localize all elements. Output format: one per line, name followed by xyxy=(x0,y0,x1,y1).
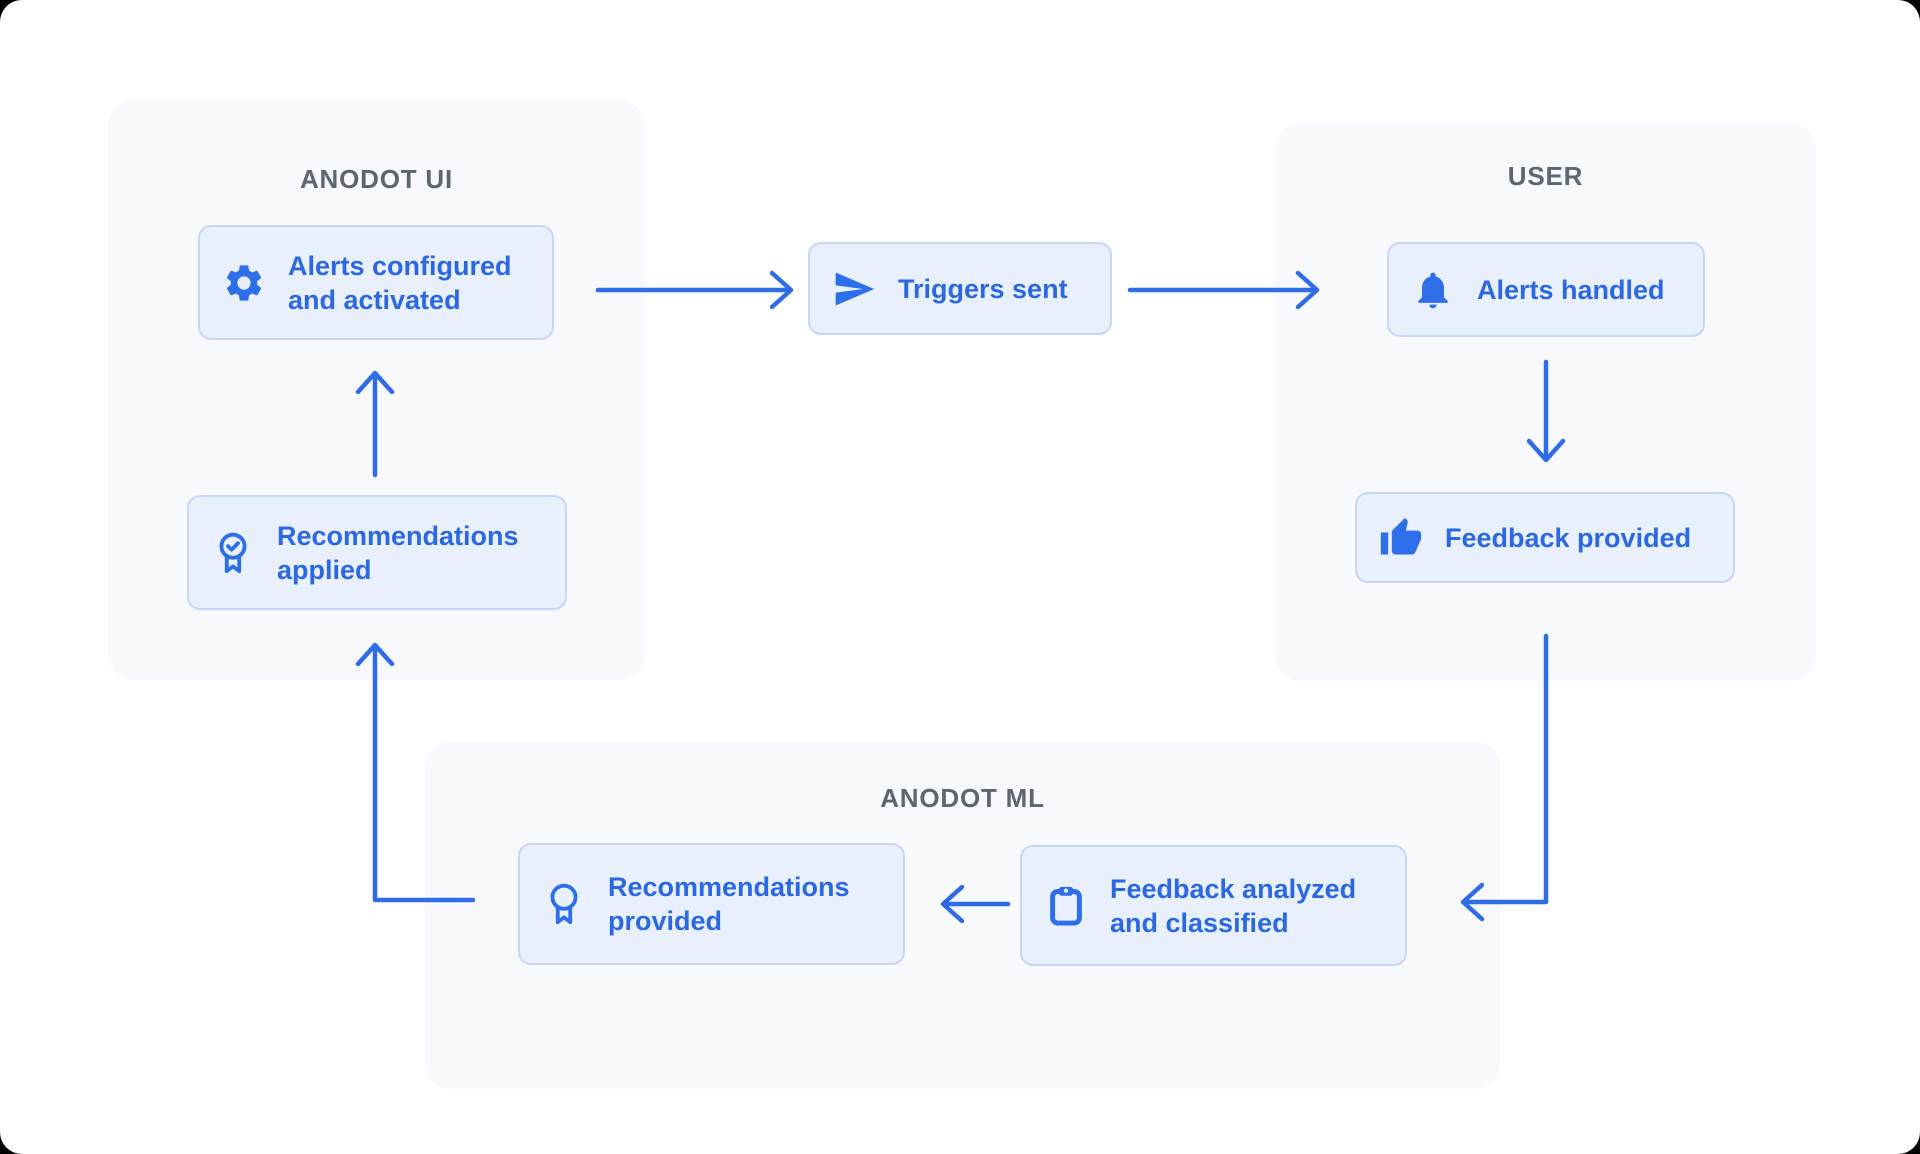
node-feedback-provided: Feedback provided xyxy=(1355,492,1735,583)
group-user-title: USER xyxy=(1507,161,1584,191)
node-recommendations-applied: Recommendations applied xyxy=(187,495,567,610)
node-triggers-sent: Triggers sent xyxy=(808,242,1112,335)
clipboard-icon xyxy=(1044,884,1088,928)
node-label: Feedback analyzed and classified xyxy=(1110,873,1357,938)
node-recommendations-provided: Recommendations provided xyxy=(518,843,905,965)
group-user: USER xyxy=(1275,123,1816,681)
node-label: Recommendations provided xyxy=(608,872,850,936)
gear-icon xyxy=(222,261,266,305)
thumb-up-icon xyxy=(1379,516,1423,560)
award-icon xyxy=(542,882,586,926)
award-check-icon xyxy=(211,531,255,575)
node-alerts-handled: Alerts handled xyxy=(1387,242,1705,337)
node-alerts-configured: Alerts configured and activated xyxy=(198,225,554,340)
bell-icon xyxy=(1411,268,1455,312)
send-icon xyxy=(832,267,876,311)
node-feedback-analyzed: Feedback analyzed and classified xyxy=(1020,845,1407,966)
node-label: Alerts configured and activated xyxy=(288,250,512,315)
group-anodot-ml-title: ANODOT ML xyxy=(880,783,1045,813)
node-label: Alerts handled xyxy=(1477,274,1665,305)
group-anodot-ui-title: ANODOT UI xyxy=(299,164,454,194)
node-label: Feedback provided xyxy=(1445,522,1692,553)
node-label: Triggers sent xyxy=(898,273,1068,304)
node-label: Recommendations applied xyxy=(277,520,519,585)
